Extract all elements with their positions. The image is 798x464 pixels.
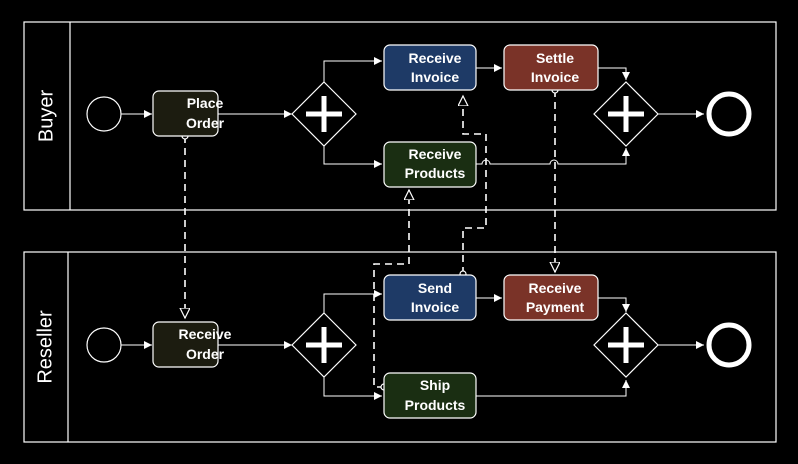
task-receive-invoice[interactable]: Receive Invoice (383, 44, 477, 91)
task-place-order-line1: Place (187, 95, 224, 111)
message-products (373, 190, 409, 388)
flow-gateway-to-send-invoice (323, 290, 382, 313)
flow-receive-products-to-join-gateway (476, 148, 630, 165)
buyer-lane: Buyer (23, 21, 777, 211)
reseller-sequence-flows (119, 290, 704, 400)
reseller-end-event-icon[interactable] (706, 322, 752, 368)
buyer-lane-label: Buyer (35, 90, 57, 143)
reseller-start-event-icon[interactable] (86, 327, 122, 363)
task-settle-invoice-line1: Settle (536, 50, 574, 66)
task-settle-invoice[interactable]: Settle Invoice (503, 44, 599, 91)
reseller-lane: Reseller (23, 251, 777, 443)
task-receive-payment-line2: Payment (526, 299, 585, 315)
reseller-lane-label: Reseller (34, 310, 56, 384)
task-receive-products-line2: Products (405, 165, 466, 181)
task-ship-products-line1: Ship (420, 377, 450, 393)
buyer-start-event-icon[interactable] (86, 96, 122, 132)
flow-ship-products-to-join-gateway (476, 380, 630, 397)
task-receive-products[interactable]: Receive Products (383, 141, 477, 188)
task-receive-payment-line1: Receive (529, 280, 582, 296)
task-send-invoice[interactable]: Send Invoice (383, 274, 477, 321)
flow-gateway-to-receive-invoice (323, 57, 382, 82)
flow-settle-to-join-gateway (598, 67, 630, 80)
message-invoice (463, 96, 487, 274)
reseller-split-gateway-icon[interactable] (291, 312, 357, 378)
buyer-end-event-icon[interactable] (706, 91, 752, 137)
task-receive-invoice-line2: Invoice (411, 69, 459, 85)
buyer-lane-border (23, 21, 777, 211)
flow-gateway-to-receive-products (323, 146, 382, 168)
task-receive-order-line2: Order (186, 346, 225, 362)
task-ship-products[interactable]: Ship Products (383, 372, 477, 419)
buyer-join-gateway-icon[interactable] (593, 81, 659, 147)
reseller-join-gateway-icon[interactable] (593, 312, 659, 378)
task-ship-products-line2: Products (405, 397, 466, 413)
task-receive-order-line1: Receive (179, 326, 232, 342)
flow-receive-payment-to-join-gateway (598, 297, 630, 312)
task-receive-payment[interactable]: Receive Payment (503, 274, 599, 321)
task-send-invoice-line2: Invoice (411, 299, 459, 315)
task-settle-invoice-line2: Invoice (531, 69, 579, 85)
task-receive-invoice-line1: Receive (409, 50, 462, 66)
reseller-lane-border (23, 251, 777, 443)
flow-gateway-to-ship-products (323, 377, 382, 400)
buyer-sequence-flows (119, 57, 704, 168)
task-receive-products-line1: Receive (409, 146, 462, 162)
task-receive-order[interactable]: Receive Order (152, 321, 232, 368)
task-place-order-line2: Order (186, 115, 225, 131)
task-place-order[interactable]: Place Order (152, 90, 225, 137)
task-send-invoice-line1: Send (418, 280, 452, 296)
buyer-split-gateway-icon[interactable] (291, 81, 357, 147)
